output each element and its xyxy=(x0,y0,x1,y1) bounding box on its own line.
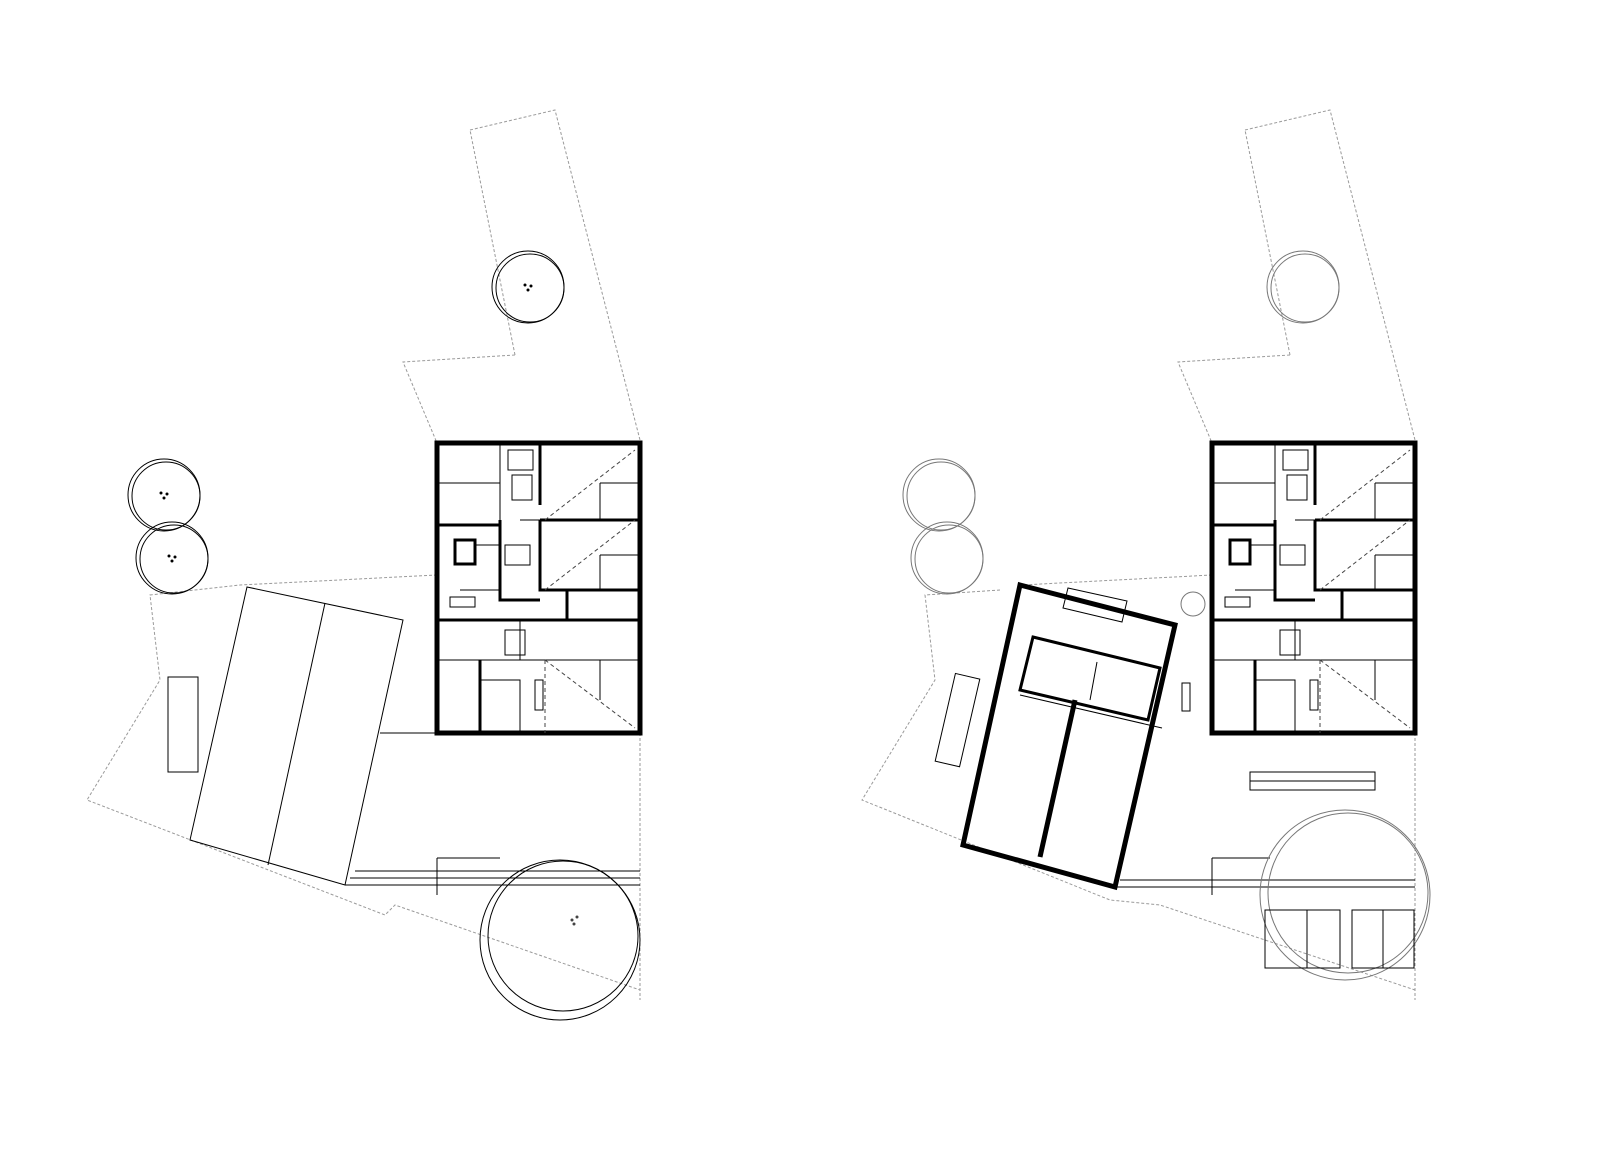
courtyard xyxy=(345,732,641,1021)
apartment-block xyxy=(437,443,640,733)
existing-site-plan xyxy=(86,109,641,1021)
tree-icon xyxy=(135,521,209,595)
courtyard xyxy=(1115,771,1431,981)
proposed-site-plan xyxy=(861,109,1431,1000)
tree-icon xyxy=(491,250,565,324)
existing-building xyxy=(167,586,404,886)
new-building xyxy=(934,581,1178,891)
site-boundary xyxy=(861,109,1416,1000)
apartment-block xyxy=(1212,443,1415,733)
site-boundary xyxy=(86,109,641,1000)
tree-icon xyxy=(127,458,201,532)
